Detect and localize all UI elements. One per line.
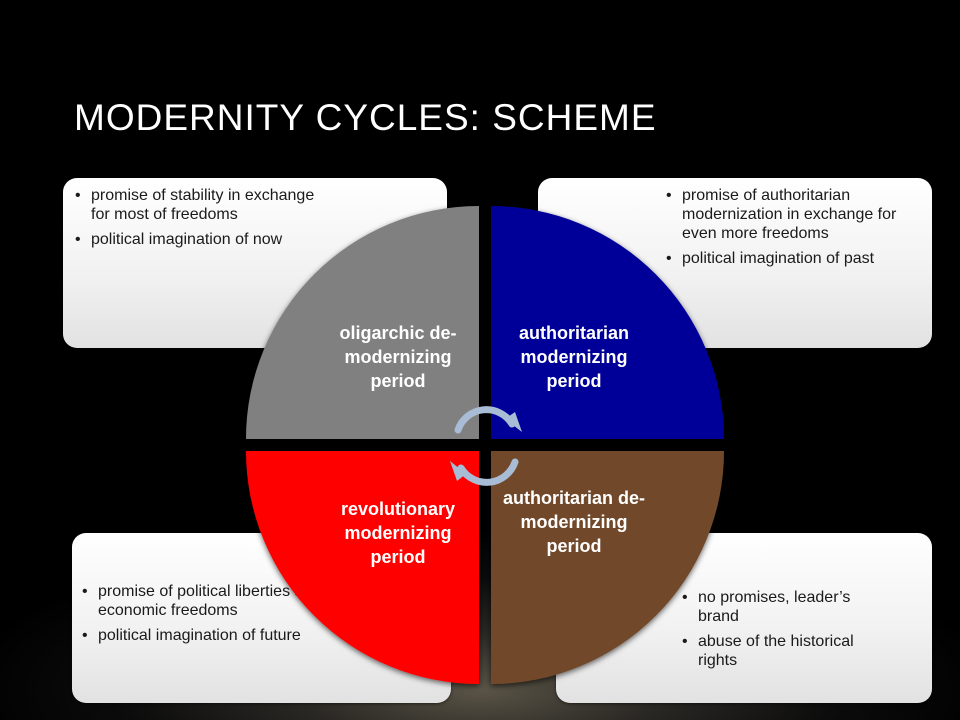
label-authoritarian-modernizing: authoritarian modernizing period [518, 323, 629, 391]
bullet-item: abuse of the historical rights [682, 632, 892, 670]
quadrant-authoritarian-modernizing [491, 206, 724, 439]
bullet-list: promise of authoritarian modernization i… [666, 186, 916, 274]
bullet-item: promise of authoritarian modernization i… [666, 186, 916, 243]
bullet-item: promise of stability in exchange for mos… [75, 186, 333, 224]
slide-title: MODERNITY CYCLES: SCHEME [74, 97, 657, 138]
label-oligarchic: oligarchic de-modernizing period [339, 323, 457, 391]
quadrant-authoritarian-demodernizing [491, 451, 724, 684]
quadrant-revolutionary [246, 451, 479, 684]
bullet-list: promise of stability in exchange for mos… [75, 186, 333, 255]
bullet-list: promise of political liberties and econo… [82, 582, 322, 651]
bullet-list: no promises, leader’s brand abuse of the… [682, 588, 892, 676]
bullet-item: political imagination of future [82, 626, 322, 645]
label-authoritarian-demodernizing: authoritarian de-modernizing period [502, 488, 645, 556]
label-revolutionary: revolutionary modernizing period [340, 499, 456, 567]
cycle-arrows-icon [450, 406, 522, 486]
bullet-item: promise of political liberties and econo… [82, 582, 322, 620]
bullet-item: political imagination of past [666, 249, 916, 268]
bullet-item: no promises, leader’s brand [682, 588, 892, 626]
bullet-item: political imagination of now [75, 230, 333, 249]
quadrant-oligarchic [246, 206, 479, 439]
